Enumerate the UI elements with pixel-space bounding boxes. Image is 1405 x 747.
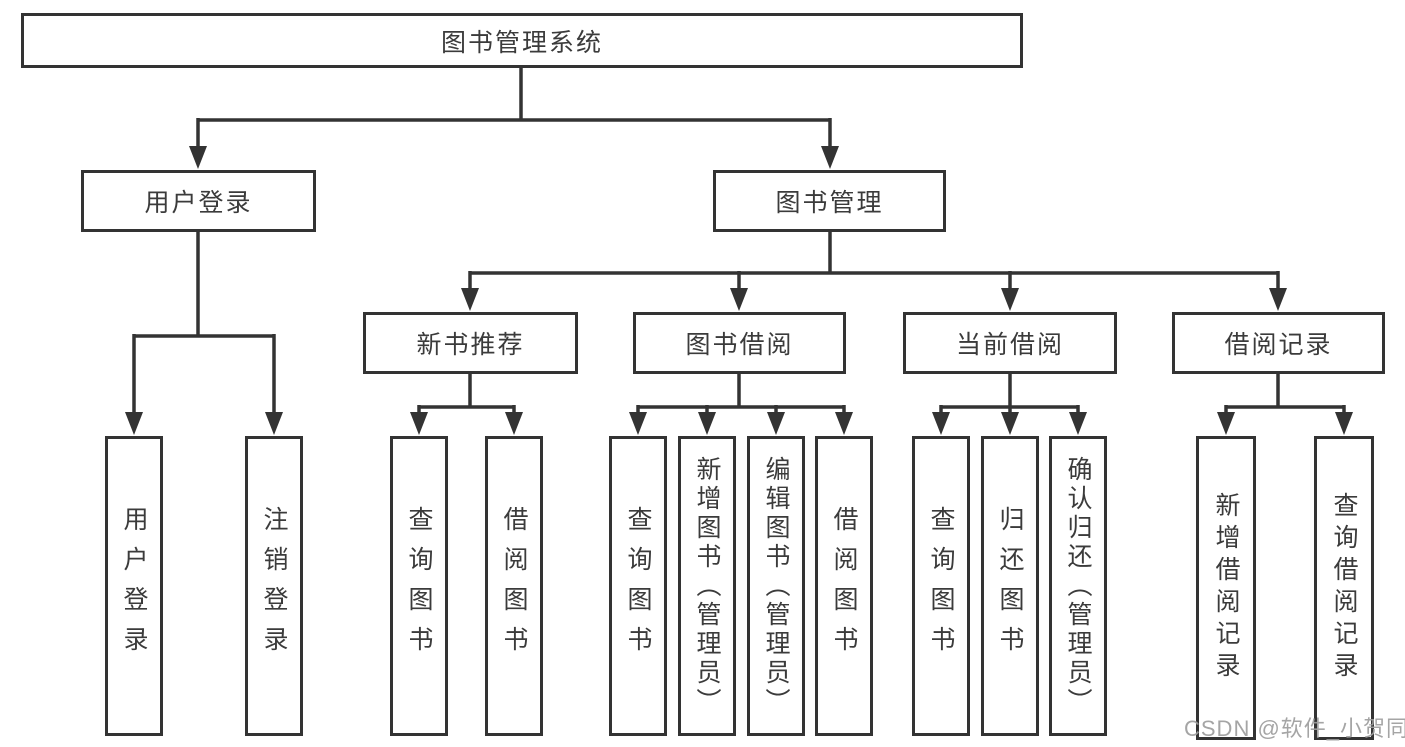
node-book-borrowing: 图书借阅 [633,312,846,374]
csdn-watermark: CSDN @软件_小贺同学 [1184,716,1405,741]
node-new-book-recommendation: 新书推荐 [363,312,578,374]
node-current-borrowing: 当前借阅 [903,312,1117,374]
leaf-borrow-books: 借阅图书 [815,436,873,736]
leaf-user-login: 用户登录 [105,436,163,736]
leaf-confirm-return-admin: 确认归还（管理员） [1049,436,1107,736]
leaf-add-borrow-record: 新增借阅记录 [1196,436,1256,740]
leaf-query-books-recommend: 查询图书 [390,436,448,736]
leaf-query-books-current: 查询图书 [912,436,970,736]
node-borrowing-records: 借阅记录 [1172,312,1385,374]
leaf-return-books: 归还图书 [981,436,1039,736]
leaf-borrow-books-recommend: 借阅图书 [485,436,543,736]
node-user-login: 用户登录 [81,170,316,232]
leaf-logout: 注销登录 [245,436,303,736]
leaf-query-borrow-record: 查询借阅记录 [1314,436,1374,740]
node-book-management: 图书管理 [713,170,946,232]
leaf-edit-books-admin: 编辑图书（管理员） [747,436,805,736]
leaf-add-books-admin: 新增图书（管理员） [678,436,736,736]
leaf-query-books-borrow: 查询图书 [609,436,667,736]
node-library-management-system: 图书管理系统 [21,13,1023,68]
